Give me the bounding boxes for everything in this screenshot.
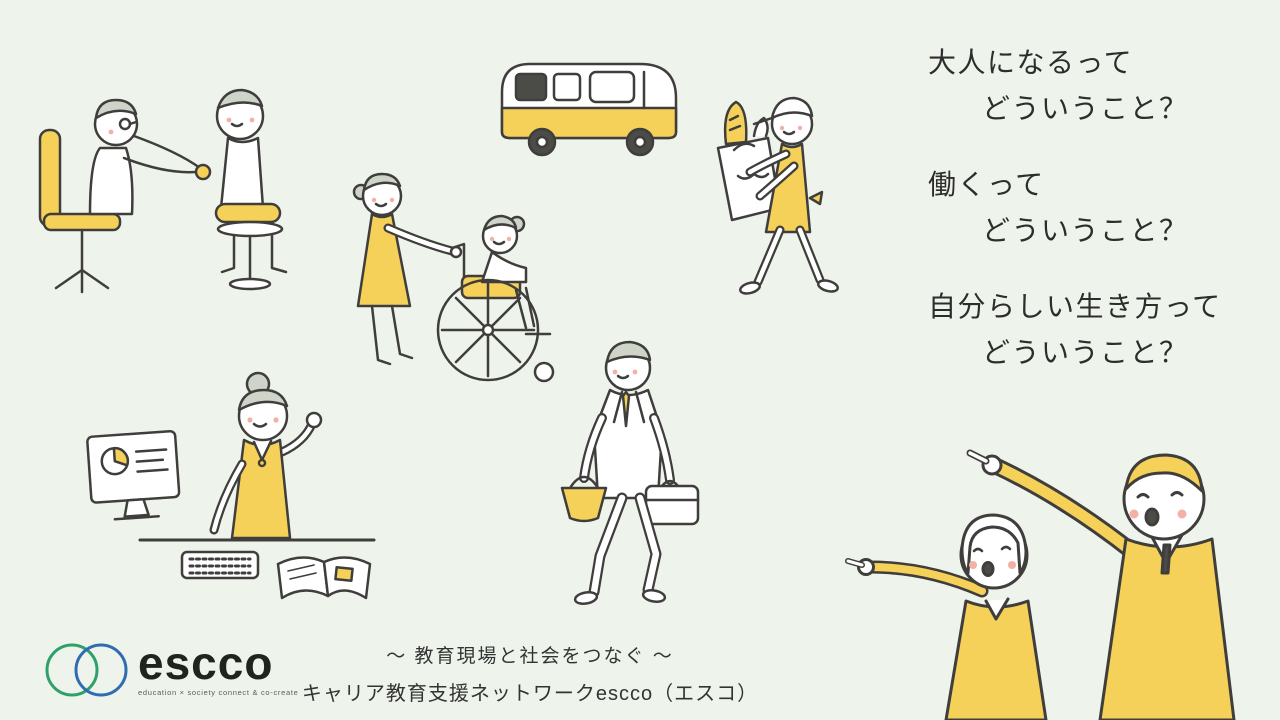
caregiver-wheelchair-illustration (330, 148, 580, 393)
logo-wordmark: escco (138, 637, 274, 690)
question-line: 大人になるって (928, 47, 1134, 78)
logo-texts: escco education × society connect & co-c… (138, 637, 299, 697)
logo-circles-icon (45, 643, 128, 697)
escco-logo: escco education × society connect & co-c… (44, 640, 299, 700)
tagline-line1: 〜 教育現場と社会をつなぐ 〜 (386, 646, 674, 667)
tagline-line2: キャリア教育支援ネットワークescco（エスコ） (301, 683, 759, 705)
question-group: 自分らしい生き方って どういうこと？ (928, 284, 1222, 376)
question-group: 働くって どういうこと？ (928, 162, 1222, 254)
receptionist-desk-illustration (82, 368, 377, 623)
pointing-students-illustration (842, 415, 1280, 720)
question-line-indent: どういうこと？ (982, 337, 1189, 368)
question-line: 働くって (928, 169, 1045, 200)
question-line-indent: どういうこと？ (982, 93, 1189, 124)
businessman-walking-illustration (536, 330, 716, 625)
question-line: 自分らしい生き方って (928, 291, 1222, 322)
questions-block: 大人になるって どういうこと？ 働くって どういうこと？ 自分らしい生き方って … (928, 40, 1222, 406)
logo-subtext: education × society connect & co-create (138, 687, 299, 697)
shuttle-van-illustration (492, 52, 687, 170)
question-group: 大人になるって どういうこと？ (928, 40, 1222, 132)
footer-tagline: 〜 教育現場と社会をつなぐ 〜 キャリア教育支援ネットワークescco（エスコ） (300, 641, 760, 706)
grocery-worker-illustration (688, 80, 868, 345)
question-line-indent: どういうこと？ (982, 215, 1189, 246)
doctor-and-patient-illustration (28, 56, 298, 306)
